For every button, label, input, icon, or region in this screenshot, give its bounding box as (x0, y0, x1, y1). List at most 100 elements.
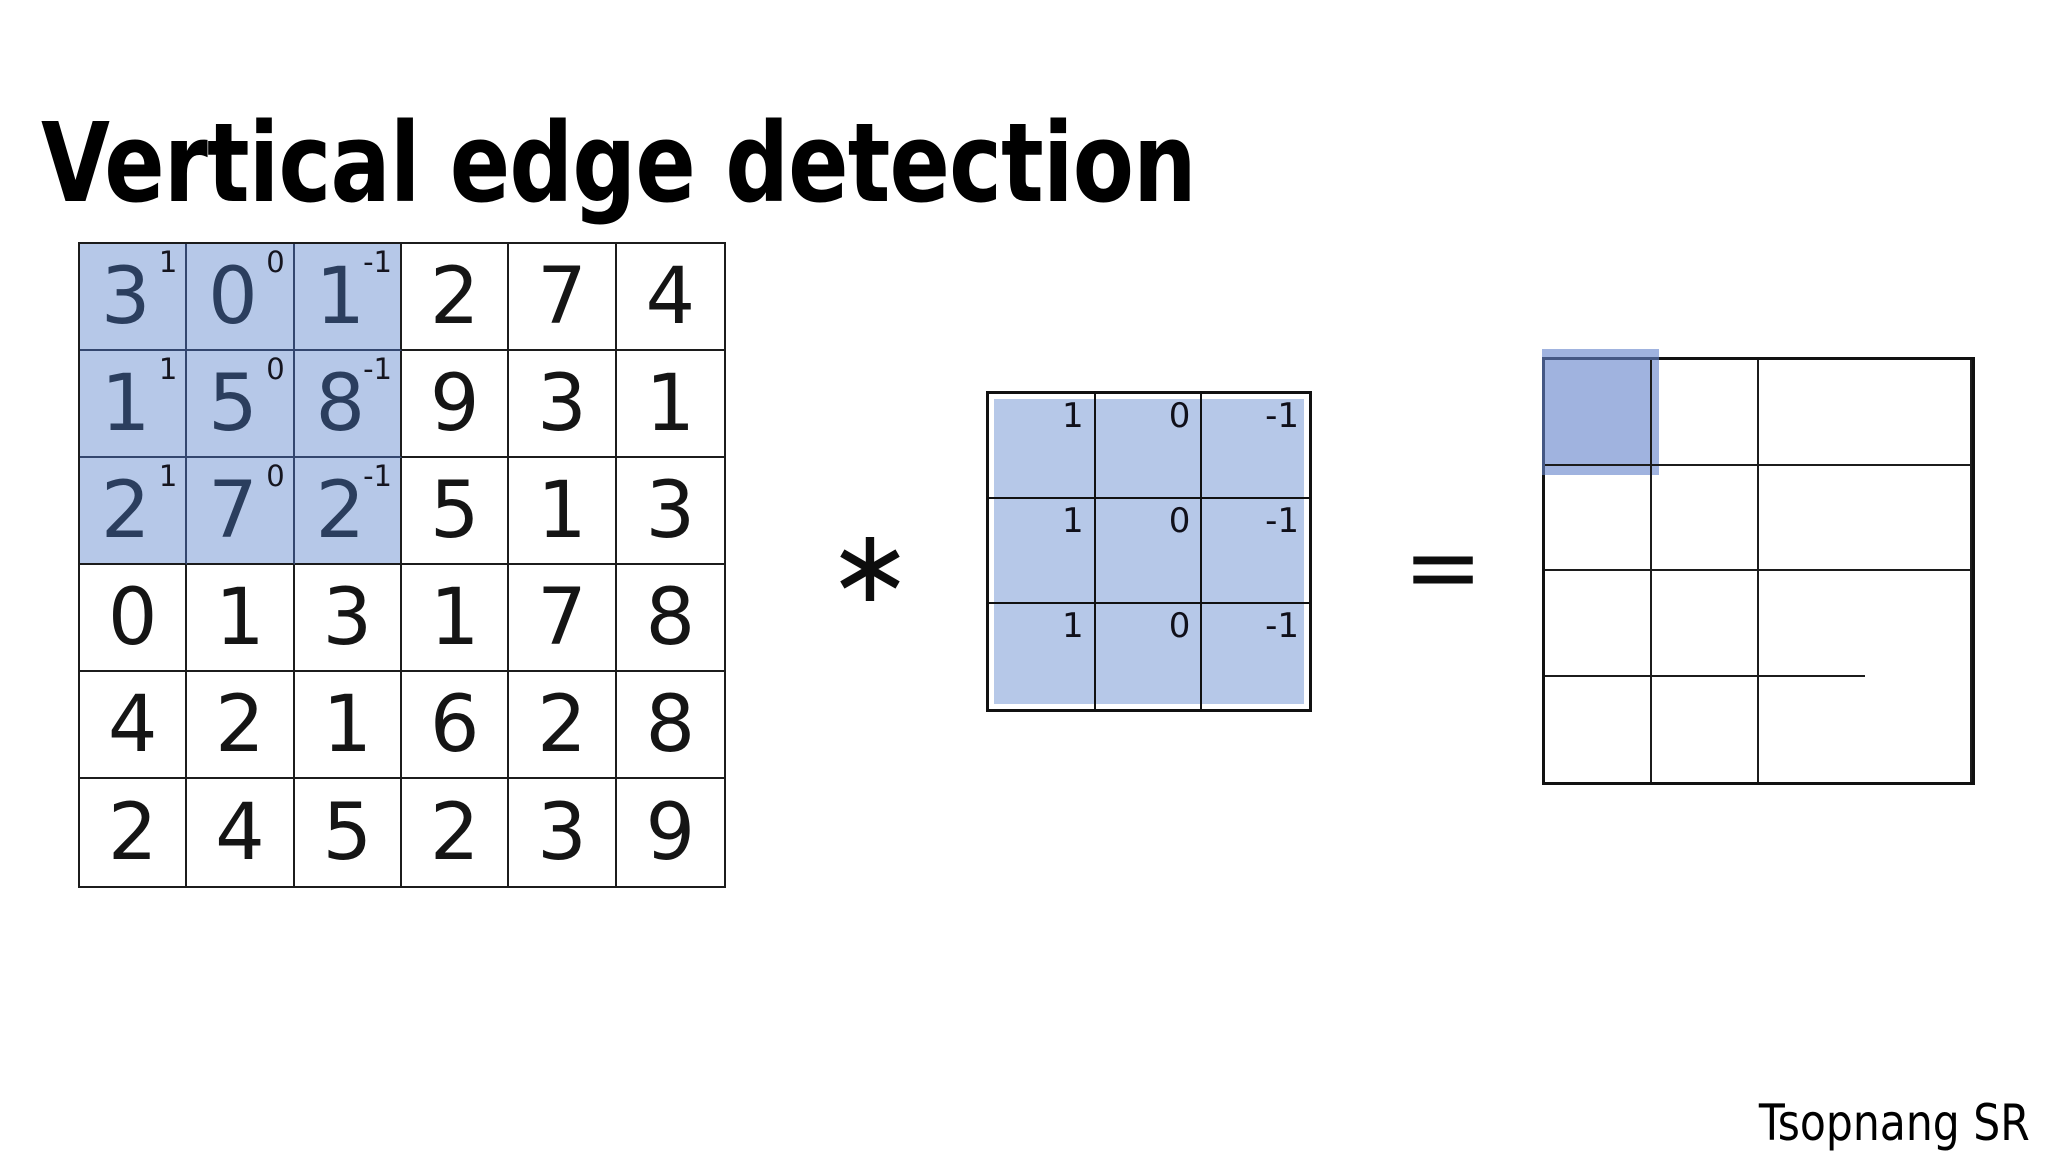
input-cell-r3c0: 0 (80, 565, 188, 672)
output-cell-r0c3 (1865, 360, 1972, 466)
filter-cell-r1c2: -1 (1202, 499, 1309, 604)
kernel-weight-superscript: 0 (266, 352, 285, 386)
output-cell-r3c0 (1545, 676, 1652, 782)
input-value: 9 (429, 358, 480, 449)
filter-cell-r1c0: 1 (989, 499, 1096, 604)
output-cell-r1c3 (1865, 465, 1972, 571)
input-cell-r5c1: 4 (187, 779, 295, 886)
input-cell-r2c2: 2-1 (294, 458, 402, 565)
input-cell-r1c2: 8-1 (294, 351, 402, 458)
filter-value: 0 (1168, 501, 1191, 541)
filter-value: 1 (1062, 501, 1084, 541)
input-value: 7 (208, 465, 258, 556)
input-cell-r4c0: 4 (80, 672, 188, 779)
input-cell-r2c4: 1 (509, 458, 617, 565)
input-value: 2 (215, 679, 265, 770)
input-value: 1 (215, 572, 265, 663)
output-cell-r3c3 (1865, 676, 1972, 782)
input-value: 3 (100, 251, 151, 342)
filter-cell-r0c0: 1 (989, 394, 1096, 499)
output-matrix-4x4 (1542, 349, 1975, 785)
convolution-operator-icon: ∗ (827, 506, 913, 626)
input-value: 2 (107, 787, 158, 878)
input-value: 5 (429, 465, 480, 556)
input-value: 9 (645, 787, 696, 878)
kernel-weight-superscript: 1 (158, 459, 178, 493)
filter-cell-r1c1: 0 (1095, 499, 1203, 604)
filter-value: 1 (1062, 606, 1084, 646)
input-value: 4 (107, 679, 158, 770)
input-value: 1 (645, 358, 696, 449)
filter-value: 1 (1062, 396, 1084, 436)
filter-cell-r2c2: -1 (1202, 604, 1309, 709)
output-cell-r1c2 (1758, 466, 1866, 571)
author-credit: Tsopnang SR (1759, 1094, 2030, 1152)
input-cell-r3c1: 1 (187, 565, 295, 672)
kernel-weight-superscript: 0 (266, 245, 285, 279)
input-value: 3 (537, 358, 587, 449)
filter-highlight-fill (994, 399, 1304, 704)
input-value: 2 (429, 251, 480, 342)
input-value: 5 (208, 358, 258, 449)
filter-value: 0 (1168, 396, 1191, 436)
input-value: 3 (537, 787, 587, 878)
input-cell-r3c4: 7 (509, 565, 617, 672)
input-value: 6 (429, 679, 480, 770)
input-value: 1 (100, 358, 151, 449)
input-value: 8 (645, 572, 696, 663)
input-cell-r3c2: 3 (294, 565, 402, 672)
output-cell-r1c1 (1651, 465, 1759, 571)
input-cell-r0c2: 1-1 (294, 244, 402, 351)
input-value: 8 (645, 679, 696, 770)
filter-cell-r0c2: -1 (1202, 394, 1309, 499)
output-cell-r0c0 (1545, 360, 1652, 466)
filter-value: -1 (1265, 501, 1299, 541)
input-cell-r1c4: 3 (509, 351, 617, 458)
input-value: 4 (645, 251, 696, 342)
output-cell-r0c2 (1758, 360, 1866, 466)
filter-cell-r0c1: 0 (1095, 394, 1203, 499)
input-value: 2 (315, 465, 366, 556)
input-cell-r3c5: 8 (616, 565, 724, 672)
output-cell-r2c0 (1545, 571, 1652, 677)
input-value: 7 (537, 251, 587, 342)
input-value: 7 (537, 572, 587, 663)
input-value: 0 (107, 572, 158, 663)
input-value: 3 (645, 465, 696, 556)
input-cell-r0c5: 4 (616, 244, 724, 351)
input-value: 4 (215, 787, 265, 878)
output-cell-r3c1 (1652, 676, 1759, 782)
input-cell-r1c5: 1 (616, 351, 724, 458)
input-cell-r2c3: 5 (402, 458, 510, 565)
input-value: 2 (537, 679, 587, 770)
input-cell-r5c2: 5 (295, 779, 402, 886)
input-cell-r5c3: 2 (402, 779, 510, 886)
kernel-weight-superscript: 1 (158, 352, 178, 386)
input-value: 1 (429, 572, 480, 663)
input-cell-r4c1: 2 (187, 672, 295, 779)
input-cell-r3c3: 1 (402, 565, 510, 672)
input-cell-r0c3: 2 (402, 244, 510, 351)
kernel-weight-superscript: -1 (363, 352, 392, 386)
input-cell-r4c5: 8 (616, 672, 724, 779)
input-cell-r5c0: 2 (80, 779, 188, 886)
input-value: 2 (100, 465, 151, 556)
filter-cell-r2c1: 0 (1096, 604, 1203, 709)
input-cell-r4c4: 2 (509, 672, 617, 779)
output-cell-r0c1 (1651, 360, 1759, 466)
input-value: 1 (322, 679, 373, 770)
kernel-weight-superscript: 1 (158, 245, 178, 279)
equals-operator-icon: = (1403, 513, 1483, 623)
kernel-weight-superscript: 0 (266, 459, 285, 493)
input-cell-r1c3: 9 (402, 351, 510, 458)
